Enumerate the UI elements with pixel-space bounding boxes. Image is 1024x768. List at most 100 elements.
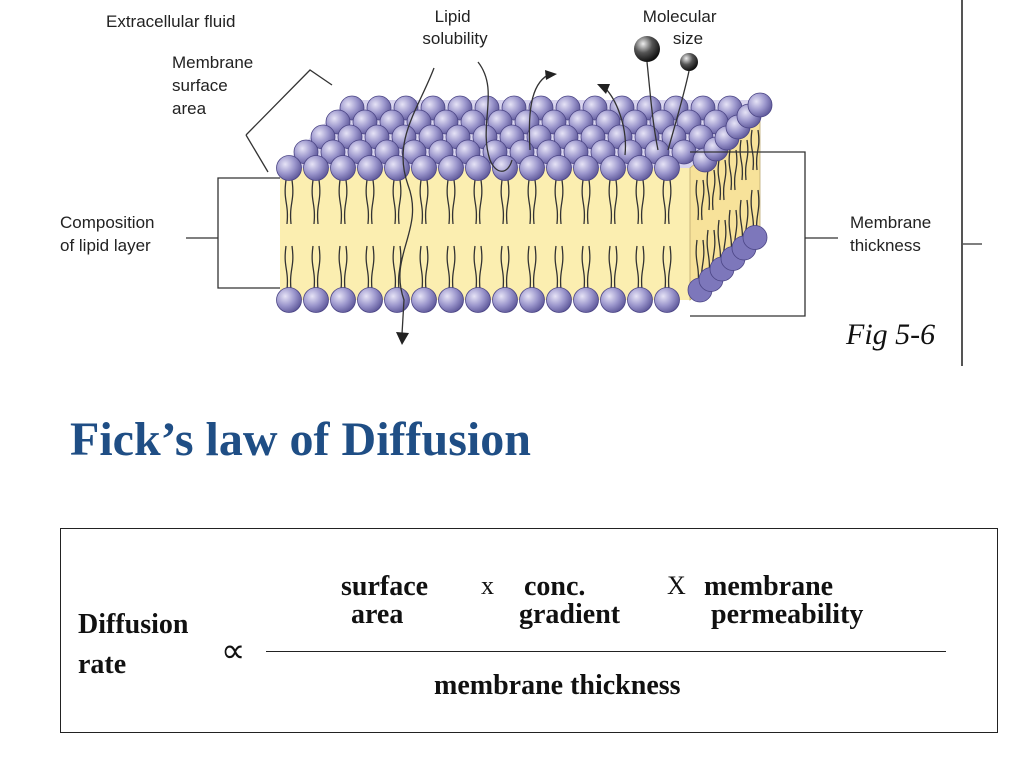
times-symbol-1: x [481,571,494,600]
phospholipid-head-front-lower [492,287,518,313]
composition-bracket [217,177,280,289]
lipid-tail-upper [338,179,348,225]
lipid-tail-upper [500,179,510,225]
lipid-tail-side-upper [706,169,716,211]
small-molecule-path [667,70,690,151]
phospholipid-head-front-lower [573,287,599,313]
lipid-tail-side-upper [728,149,738,191]
thickness-bracket [690,151,806,317]
lipid-tail-lower [608,245,618,291]
lipid-tail-lower [446,245,456,291]
lipid-tail-lower [527,245,537,291]
phospholipid-head-front-upper [411,155,437,181]
lipid-bilayer-diagram: Extracellular fluid Membrane surface are… [60,0,982,366]
large-molecule-path [646,61,659,151]
lhs-rate: rate [78,649,127,680]
lipid-tail-upper [419,179,429,225]
phospholipid-head-front-lower [654,287,680,313]
lipid-tail-lower [365,245,375,291]
lipid-solubility-path [399,67,435,335]
phospholipid-head-side-upper [747,92,773,118]
exit-arrow-1 [528,74,549,151]
lipid-tail-upper [473,179,483,225]
denominator-membrane-thickness: membrane thickness [434,670,681,701]
phospholipid-head-front-lower [357,287,383,313]
lhs-diffusion: Diffusion [78,609,189,640]
solubility-dip-path [477,61,513,172]
lipid-tail-upper [581,179,591,225]
lipid-tail-lower [284,245,294,291]
lipid-tail-side-upper [695,179,705,221]
label-extracellular-fluid: Extracellular fluid [106,12,235,31]
phospholipid-head-front-upper [465,155,491,181]
phospholipid-head-front-upper [519,155,545,181]
phospholipid-head-front-upper [492,155,518,181]
lipid-tail-lower [419,245,429,291]
label-lipid-solubility: Lipid solubility [422,7,488,48]
label-membrane-surface-area: Membrane surface area [172,53,258,118]
term-conc: conc. [524,571,586,602]
lipid-tail-lower [662,245,672,291]
exit-arrow-2 [604,87,627,156]
lipid-tail-upper [392,179,402,225]
lipid-tail-side-upper [717,159,727,201]
lipid-tail-lower [500,245,510,291]
phospholipid-head-front-upper [276,155,302,181]
proportional-symbol: ∝ [221,633,246,670]
lipid-tail-upper [662,179,672,225]
label-composition-lipid-layer: Composition of lipid layer [60,213,159,255]
lipid-tail-lower [581,245,591,291]
lipid-tail-lower [635,245,645,291]
lipid-tail-upper [527,179,537,225]
label-molecular-size: Molecular size [643,7,721,48]
lipid-tail-lower [473,245,483,291]
lipid-tail-side-upper [739,139,749,181]
slide-title: Fick’s law of Diffusion [70,413,531,466]
label-membrane-thickness: Membrane thickness [850,213,936,255]
phospholipid-head-front-lower [303,287,329,313]
phospholipid-head-front-lower [330,287,356,313]
lipid-tail-upper [284,179,294,225]
fraction-bar [266,651,946,652]
phospholipid-head-front-lower [438,287,464,313]
phospholipid-head-front-upper [303,155,329,181]
phospholipid-head-front-lower [276,287,302,313]
lipid-tail-upper [635,179,645,225]
lipid-tail-upper [608,179,618,225]
lipid-tails [284,129,760,291]
figure-caption: Fig 5-6 [846,318,936,351]
phospholipid-head-side-lower [742,225,768,250]
phospholipid-head-front-lower [384,287,410,313]
phospholipid-head-front-upper [627,155,653,181]
phospholipid-head-front-upper [330,155,356,181]
surface-area-bracket-bottom [245,134,269,173]
term-surface: surface [341,571,429,602]
times-symbol-2: X [667,571,686,600]
lipid-tail-upper [311,179,321,225]
phospholipid-head-front-upper [573,155,599,181]
lipid-tail-lower [338,245,348,291]
ficks-law-equation-box: Diffusion rate ∝ surface area x conc. gr… [60,528,998,733]
exit-arrowhead-1 [545,70,557,80]
exit-arrowhead-2 [597,84,610,94]
tail-band-front [280,168,690,300]
term-membrane: membrane [704,571,834,602]
term-gradient: gradient [519,599,621,630]
phospholipid-heads [276,92,773,313]
surface-area-bracket [245,69,333,136]
phospholipid-head-front-lower [600,287,626,313]
small-molecule-icon [680,53,698,71]
phospholipid-head-front-upper [654,155,680,181]
phospholipid-head-front-lower [411,287,437,313]
phospholipid-head-front-lower [519,287,545,313]
phospholipid-head-front-upper [438,155,464,181]
term-area: area [351,599,404,630]
phospholipid-head-front-lower [546,287,572,313]
phospholipid-head-front-lower [627,287,653,313]
lipid-tail-upper [446,179,456,225]
phospholipid-head-front-upper [546,155,572,181]
lipid-tail-lower [311,245,321,291]
phospholipid-head-front-upper [357,155,383,181]
lipid-solubility-arrowhead [396,332,409,345]
term-permeability: permeability [711,599,864,630]
